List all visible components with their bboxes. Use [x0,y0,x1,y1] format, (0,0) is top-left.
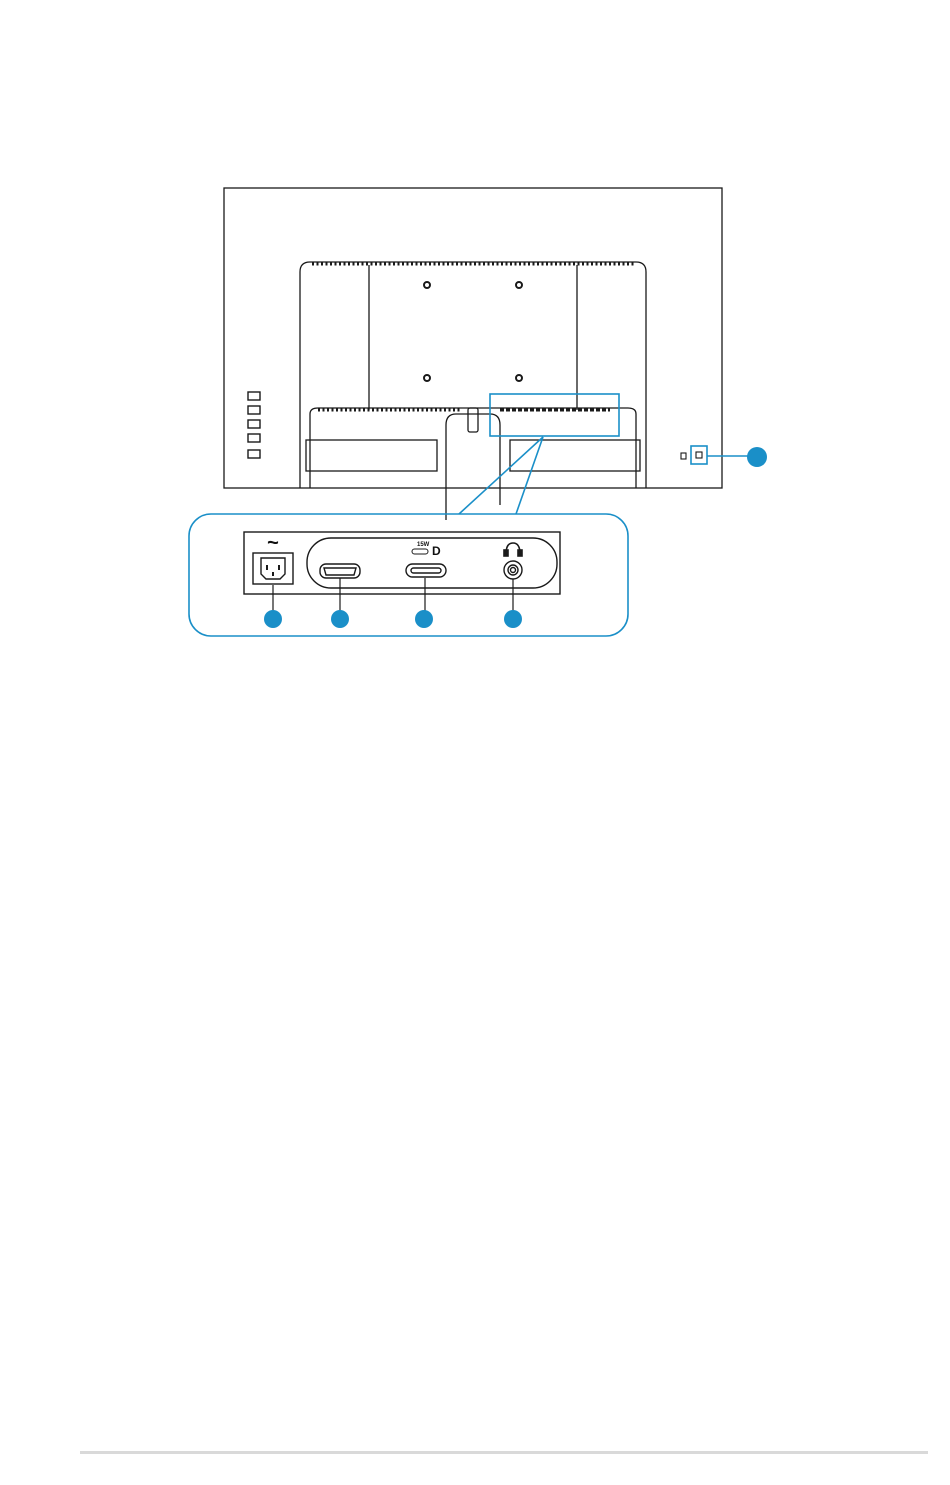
callout-earphone[interactable] [504,610,522,628]
footer-rule [80,1451,928,1454]
earphone-jack [504,561,522,579]
control-button [248,406,260,414]
zoom-line-left [459,437,543,514]
control-button [248,392,260,400]
control-button [248,450,260,458]
headphone-icon [504,543,522,556]
usbc-icon: 15W [412,542,430,554]
lock-glyph-icon [681,453,686,459]
vesa-hole [424,282,430,288]
callout-kensington-lock[interactable] [747,447,767,467]
callout-ac-power[interactable] [264,610,282,628]
callout-hdmi[interactable] [331,610,349,628]
kensington-highlight-box [691,446,707,464]
control-button [248,420,260,428]
housing-step [310,408,636,488]
dp-symbol-text: D [432,544,441,558]
displayport-icon: D [432,544,441,558]
usbc-power-text: 15W [417,542,430,548]
usb-c-displayport [406,564,446,577]
kensington-lock-icon [696,452,702,458]
io-highlight-box [490,394,619,436]
hdmi-port [324,568,356,575]
control-buttons [248,392,260,458]
vesa-hole [516,375,522,381]
stand-neck [446,414,500,488]
stand-clip [468,408,478,432]
monitor-rear-diagram: ~ 15W D [0,0,950,700]
vesa-hole [424,375,430,381]
power-ac-icon: ~ [267,532,279,554]
monitor-frame [224,188,722,488]
cable-recess-right [510,440,640,471]
cable-recess-left [306,440,437,471]
control-button [248,434,260,442]
callout-leaders [273,578,513,612]
monitor-rear [224,188,722,520]
ac-symbol-text: ~ [267,532,279,554]
callout-usbc-dp[interactable] [415,610,433,628]
rear-housing [300,262,646,488]
vesa-mount-holes [424,282,522,381]
vesa-hole [516,282,522,288]
